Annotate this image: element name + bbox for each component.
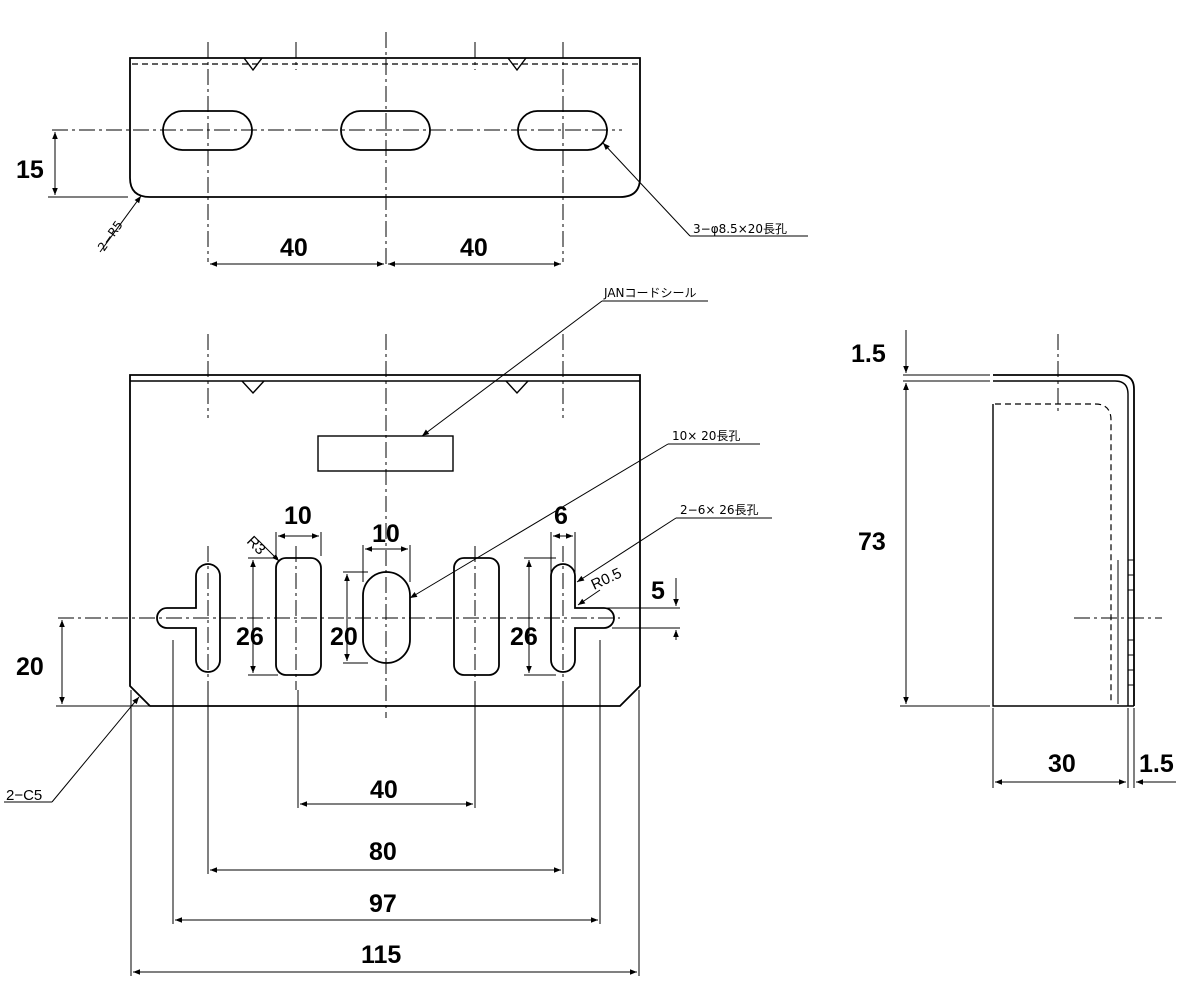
dim-slot-height-left: 26	[236, 623, 264, 651]
note-center-slot: 10× 20長孔	[672, 429, 740, 443]
dim-side-depth: 30	[1048, 750, 1076, 778]
front-view: 10 R3 10 6 R0.5 10× 20長孔 2−6× 26長孔 JANコー…	[4, 286, 772, 976]
note-side-slots: 2−6× 26長孔	[680, 503, 758, 517]
cross-slot-left	[156, 563, 221, 673]
dim-side-thickness-top: 1.5	[851, 340, 886, 368]
jan-code-label-area	[317, 435, 454, 472]
note-jan: JANコードシール	[603, 286, 697, 300]
dim-40: 40	[370, 776, 398, 804]
dim-side-height: 73	[858, 528, 886, 556]
slot-left	[275, 557, 322, 676]
top-slot-right	[517, 110, 608, 151]
front-view-outline	[129, 374, 641, 707]
top-slot-left	[162, 110, 253, 151]
dim-slot-height-center: 20	[330, 623, 358, 651]
top-view: 15 40 40 2−R5 3−φ8.5×20長孔	[16, 32, 808, 268]
dim-top-spacing-left: 40	[280, 234, 308, 262]
dim-tab: 5	[651, 577, 665, 605]
slot-right	[453, 557, 500, 676]
dim-bottom-height: 20	[16, 653, 44, 681]
dim-80: 80	[369, 838, 397, 866]
note-chamfer: 2−C5	[6, 787, 42, 804]
note-r3: R3	[243, 533, 269, 559]
dim-side-thickness-bottom: 1.5	[1139, 750, 1174, 778]
dim-slot-width-center: 10	[372, 520, 400, 548]
slot-center	[362, 571, 411, 664]
side-view-outline	[993, 374, 1135, 706]
note-top-slots: 3−φ8.5×20長孔	[693, 222, 787, 236]
dim-top-spacing-right: 40	[460, 234, 488, 262]
side-view: 1.5 73 30 1.5	[851, 330, 1176, 788]
note-corner-radius: 2−R5	[95, 218, 126, 254]
cross-slot-right	[550, 563, 615, 673]
note-r05: R0.5	[589, 565, 625, 594]
dim-slot-width-left: 10	[284, 502, 312, 530]
dim-top-height: 15	[16, 156, 44, 184]
dim-97: 97	[369, 890, 397, 918]
dim-115: 115	[361, 941, 401, 969]
top-slot-center	[340, 110, 431, 151]
dim-slot-height-right: 26	[510, 623, 538, 651]
dim-slot-width-right: 6	[554, 502, 568, 530]
